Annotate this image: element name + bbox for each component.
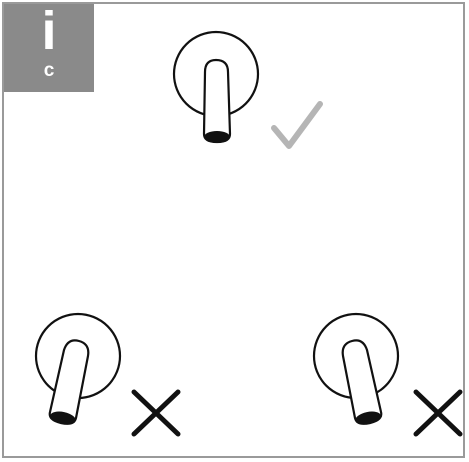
lever-handle [202, 58, 232, 144]
lever-tilted-left-figure [34, 312, 122, 425]
lever-handle-end [204, 131, 230, 143]
cross-icon [413, 389, 463, 437]
info-icon: i [41, 1, 57, 61]
lever-tilted-right-figure [312, 312, 400, 425]
lever-upright-figure [172, 30, 260, 144]
lever-handle-end [355, 411, 381, 425]
cross-icon [131, 389, 181, 437]
info-code-label: c [43, 60, 55, 81]
lever-handle-end [50, 411, 76, 425]
info-tab: i c [4, 1, 94, 92]
check-icon [271, 101, 323, 149]
